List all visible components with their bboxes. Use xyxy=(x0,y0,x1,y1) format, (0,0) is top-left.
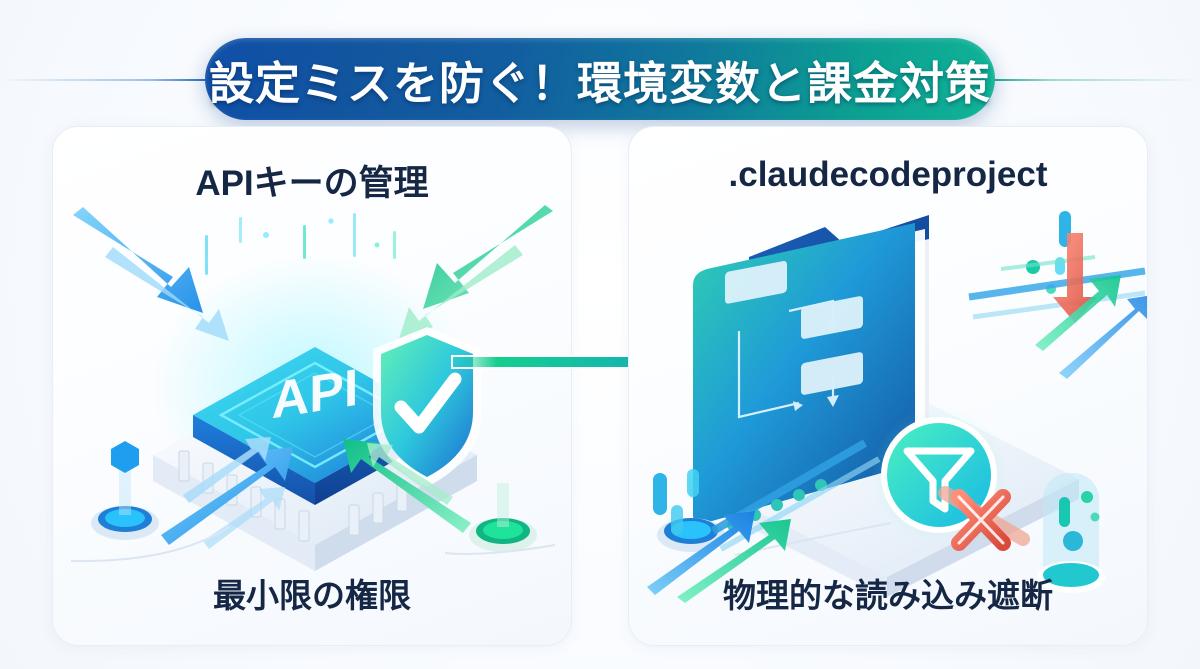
node-bottom-right xyxy=(469,483,537,552)
arrow-up-right-group xyxy=(343,439,471,533)
arrow-down-blocked xyxy=(1053,233,1097,323)
data-stream-lines xyxy=(205,213,396,275)
teal-tube xyxy=(1037,473,1105,593)
chip-label: API xyxy=(272,359,359,430)
panel-right-heading: .claudecodeproject xyxy=(728,155,1048,194)
panel-left-heading: APIキーの管理 xyxy=(195,164,429,203)
banner-connector-line-left xyxy=(0,79,212,81)
arrow-up-left-group xyxy=(161,437,293,549)
panel-claudecodeproject[interactable]: .claudecodeproject xyxy=(628,126,1148,646)
title-banner: 設定ミスを防ぐ！環境変数と課金対策 xyxy=(205,38,995,120)
arrow-up-right-pair xyxy=(1035,275,1147,379)
panel-right-footer: 物理的な読み込み遮断 xyxy=(723,577,1053,614)
chip-illustration: API xyxy=(70,205,556,571)
guide-curve-left xyxy=(70,526,230,563)
folder-illustration xyxy=(647,211,1147,603)
red-x-icon xyxy=(938,486,1030,551)
file-tree-diagram xyxy=(725,260,863,419)
panel-api-key-management[interactable]: APIキーの管理 xyxy=(52,126,572,646)
banner-title: 設定ミスを防ぐ！環境変数と課金対策 xyxy=(208,57,991,109)
arrow-out-top-right xyxy=(399,205,553,339)
panel-left-footer: 最小限の権限 xyxy=(213,577,411,614)
arrow-in-top-left xyxy=(73,207,229,341)
guide-curve-right xyxy=(444,544,556,555)
node-bottom-left-right-panel xyxy=(653,469,725,552)
node-bottom-left xyxy=(91,441,159,540)
banner-connector-line-right xyxy=(988,79,1200,81)
arrow-up-left-pair xyxy=(647,511,791,603)
